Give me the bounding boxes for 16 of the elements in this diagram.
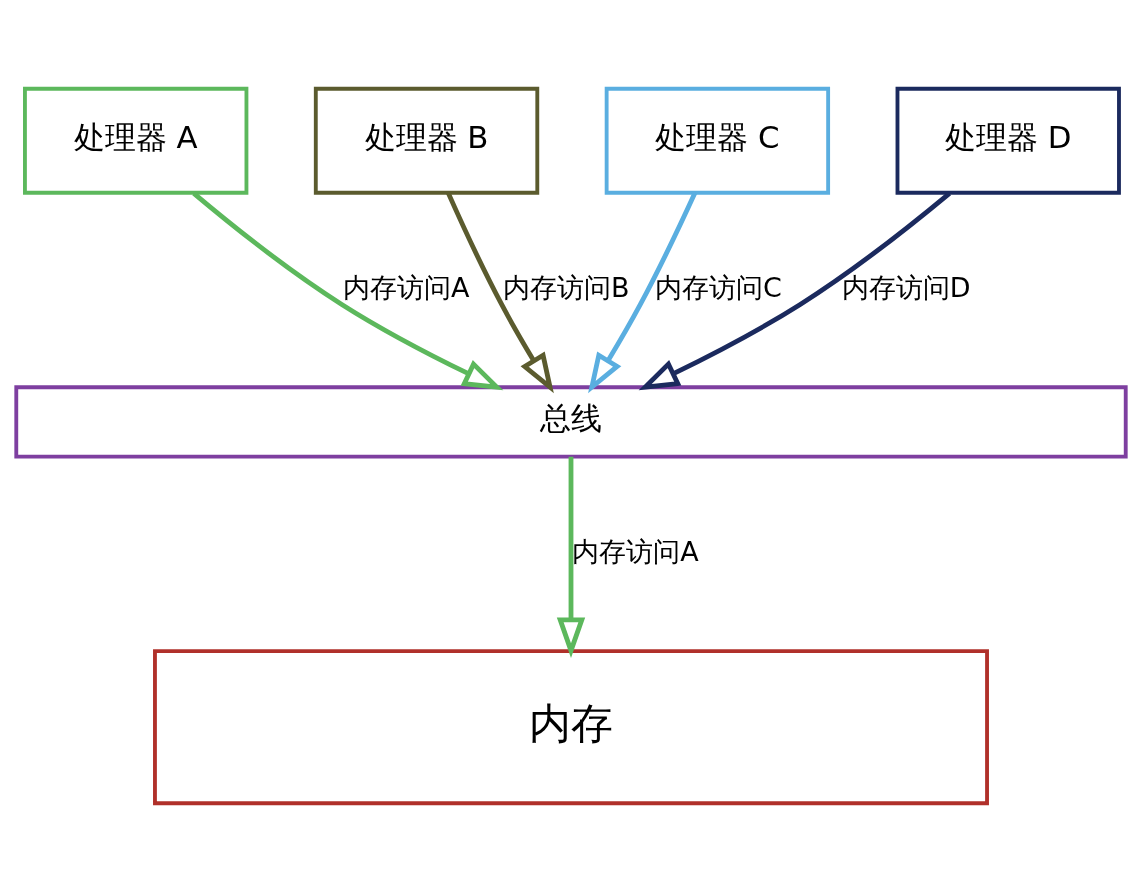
node-box: 总线 (14, 385, 1128, 459)
edge-label: 内存访问C (654, 272, 782, 304)
edge-label: 内存访问B (502, 272, 630, 304)
node-box: 处理器 B (313, 86, 540, 195)
node-box: 处理器 C (604, 86, 831, 195)
arrow (638, 191, 952, 391)
node-box: 处理器 A (23, 86, 249, 195)
edge-label: 内存访问D (841, 272, 971, 304)
edge-label: 内存访问A (572, 535, 699, 567)
arrow (556, 456, 586, 658)
arrow (446, 191, 554, 394)
arrow (192, 191, 504, 391)
edge-label: 内存访问A (343, 272, 470, 304)
node-box: 内存 (153, 649, 989, 806)
arrow (588, 191, 698, 394)
node-box: 处理器 D (895, 86, 1121, 195)
